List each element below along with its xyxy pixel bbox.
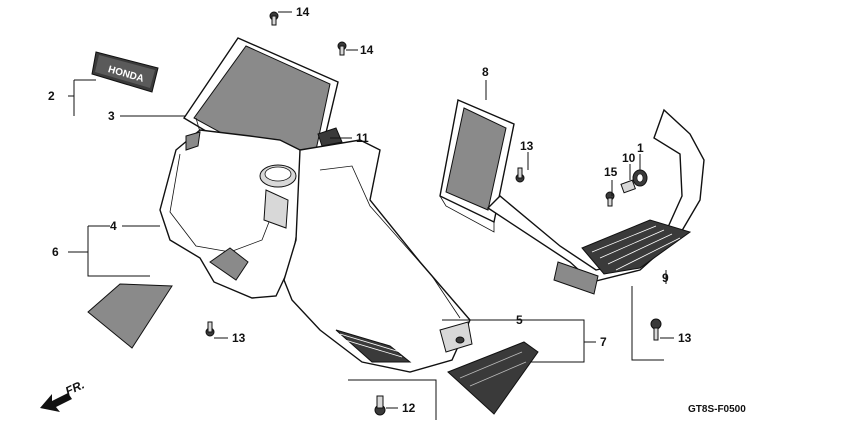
leader-lines	[68, 11, 674, 420]
front-direction-arrow: FR.	[40, 377, 86, 412]
callouts: 2 3 4 6 14 14 11 13 8 13 15 10 1 9 5 7 1…	[48, 5, 692, 415]
callout-1: 1	[637, 141, 644, 155]
callout-14-top: 14	[296, 5, 310, 19]
callout-5: 5	[516, 313, 523, 327]
bolt-13-right	[650, 318, 662, 341]
callout-14-mid: 14	[360, 43, 374, 57]
floor-panel	[486, 108, 705, 295]
callout-6: 6	[52, 245, 59, 259]
clip	[317, 127, 343, 147]
direction-label: FR.	[63, 377, 86, 398]
honda-emblem: HONDA	[91, 51, 159, 93]
lower-cover-6	[87, 283, 173, 349]
bolt-12	[374, 395, 386, 416]
collar	[620, 179, 636, 194]
callout-15: 15	[604, 165, 618, 179]
leg-shield	[283, 139, 473, 373]
bolt-13-box	[515, 167, 525, 183]
callout-9: 9	[662, 271, 669, 285]
bolt-15	[605, 191, 615, 207]
lower-cover-7	[447, 341, 539, 415]
upper-panel	[183, 37, 339, 163]
callout-11: 11	[356, 131, 369, 145]
callout-4: 4	[110, 219, 117, 233]
front-inner-cover	[159, 129, 309, 299]
bolt-14-mid	[337, 41, 347, 56]
callout-7: 7	[600, 335, 607, 349]
callout-2: 2	[48, 89, 55, 103]
inner-box	[439, 99, 515, 233]
callout-13-right: 13	[678, 331, 692, 345]
callout-8: 8	[482, 65, 489, 79]
bolt-13-left	[205, 321, 215, 337]
callout-10: 10	[622, 151, 636, 165]
callout-13-left: 13	[232, 331, 246, 345]
callout-13-box: 13	[520, 139, 534, 153]
callout-12: 12	[402, 401, 416, 415]
callout-3: 3	[108, 109, 115, 123]
diagram-code: GT8S-F0500	[688, 404, 746, 415]
bolt-14-top	[269, 11, 279, 26]
grommet	[632, 169, 648, 187]
